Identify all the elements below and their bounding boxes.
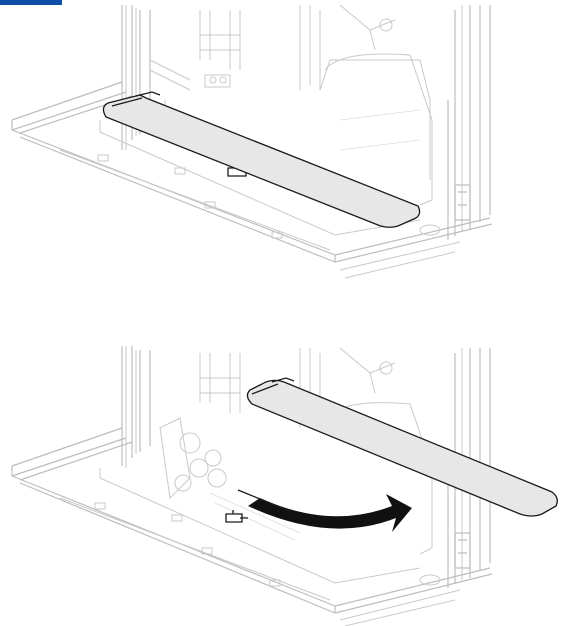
arrow-guide-line — [237, 489, 293, 513]
unit-drawing-top — [11, 4, 493, 279]
curved-arrow-icon — [248, 494, 412, 532]
center-clip-icon — [225, 510, 248, 523]
diagram-step-cover-removed — [0, 318, 562, 626]
cover-top-lip — [111, 91, 161, 107]
diagram-step-cover-installed — [0, 0, 562, 300]
unit-housing-outline — [11, 346, 493, 626]
drain-cover-removed — [246, 379, 558, 517]
unit-housing-outline — [11, 4, 493, 279]
step-marker — [0, 0, 62, 5]
drain-cover-installed — [102, 94, 421, 228]
unit-drawing-bottom — [11, 346, 558, 626]
cover-top-lip — [251, 377, 295, 395]
